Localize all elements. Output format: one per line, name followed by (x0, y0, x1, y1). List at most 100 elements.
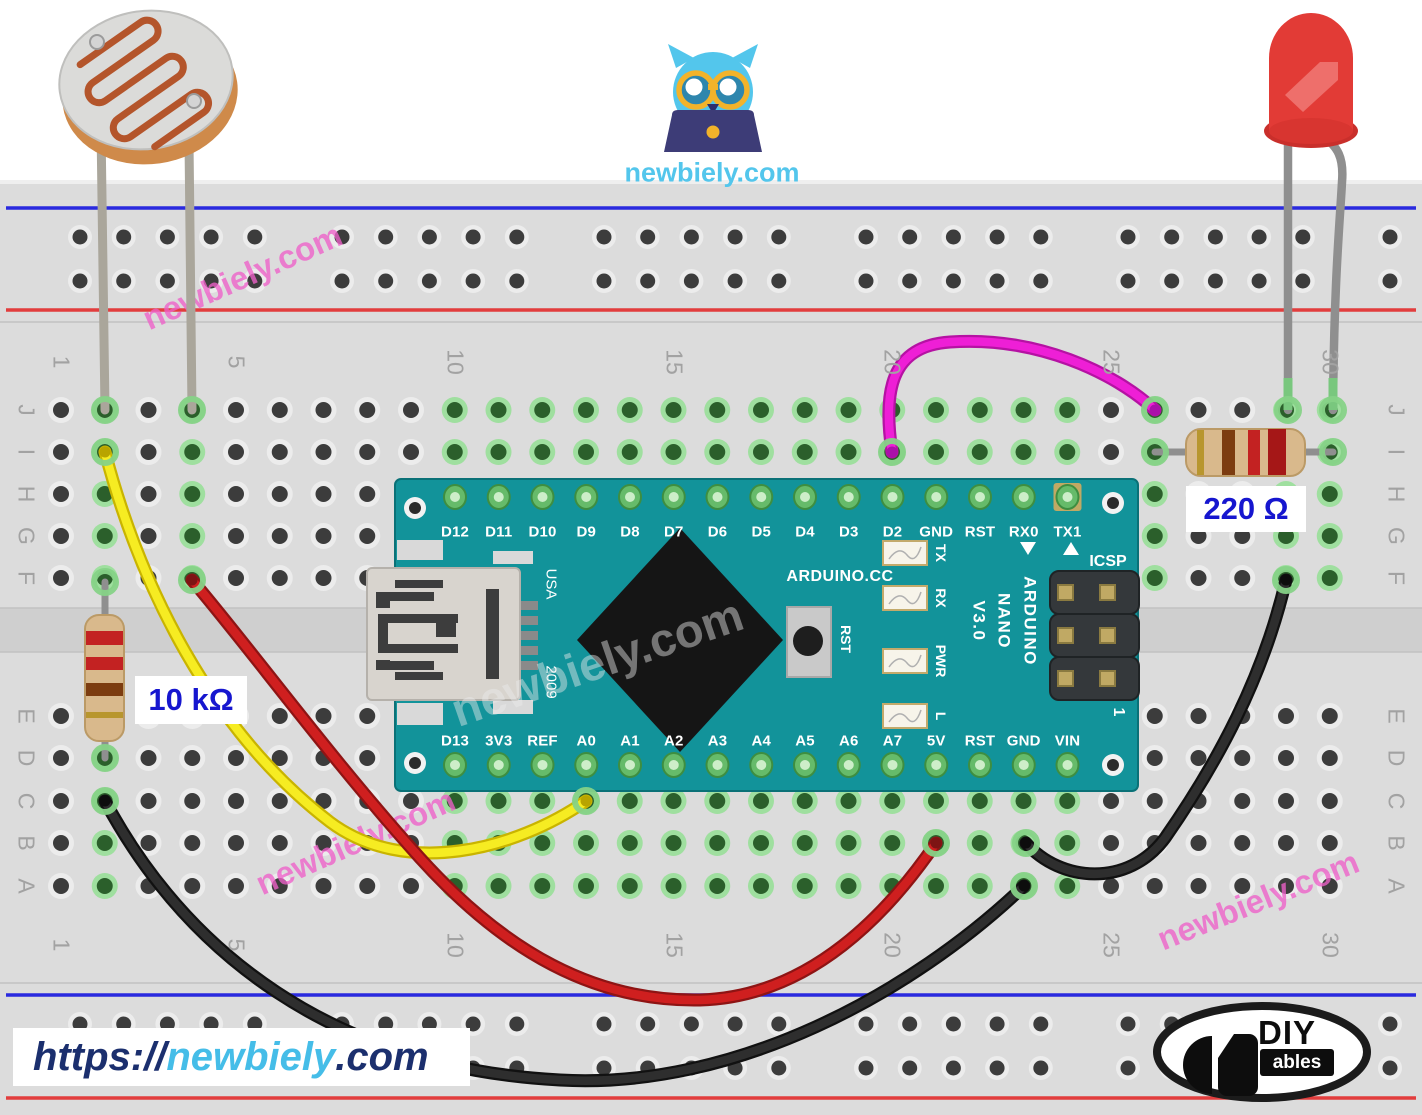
usb-connector-detail (376, 580, 499, 680)
hole-center (140, 835, 157, 851)
led (1264, 13, 1358, 415)
arduino-pin-center (931, 760, 942, 770)
rail-hole-center (378, 229, 394, 245)
url-banner: https://newbiely.com (13, 1028, 470, 1086)
rail-hole-center (1033, 229, 1049, 245)
arduino-pin-label-d12: D12 (440, 523, 470, 541)
hole-center (709, 878, 726, 894)
arduino-pin-center (581, 760, 592, 770)
hole-center (709, 444, 726, 460)
photoresistor-track (76, 16, 213, 151)
hole-center (928, 444, 944, 460)
rail-hole-center (945, 1016, 961, 1032)
hole-center (271, 570, 288, 586)
resistor-10k (84, 578, 125, 762)
owl-glasses-bridge (708, 84, 718, 90)
reset-button (786, 606, 832, 678)
arduino-pin-label-rst: RST (964, 732, 996, 750)
led-label-rx: RX (933, 588, 949, 608)
pin-one-label: 1 (1110, 707, 1127, 717)
hole-center (971, 793, 988, 809)
rail-hole-center (1120, 1016, 1136, 1032)
column-number-bottom-20: 20 (879, 932, 906, 958)
rail-hole-center (1382, 273, 1398, 289)
hole-center (1190, 878, 1207, 894)
rail-hole-center (727, 1016, 743, 1032)
rail-hole-center (1382, 1016, 1398, 1032)
wires-top-layer (882, 334, 1293, 881)
arduino-pin-label-vin: VIN (1054, 732, 1081, 750)
hole-center (271, 793, 288, 809)
hole-center (1278, 708, 1294, 724)
column-number-top-30: 30 (1317, 349, 1344, 375)
arduino-pin-label-d9: D9 (576, 523, 597, 541)
arduino-pin-center (975, 492, 985, 502)
rail-hole-center (247, 273, 263, 289)
photoresistor (58, 9, 238, 415)
column-number-bottom-5: 5 (223, 938, 250, 952)
hole-center (271, 402, 288, 418)
rail-hole-center (683, 229, 699, 245)
arduino-brand-line-2: NANO (994, 592, 1014, 650)
row-letter-right-D: D (1383, 749, 1410, 767)
hole-center (403, 402, 419, 418)
resistor-10k-band-2 (86, 657, 123, 670)
hole-center (665, 444, 682, 460)
rail-hole-center (1251, 273, 1267, 289)
hole-center (228, 402, 244, 418)
arduino-pin-center (756, 492, 767, 502)
hole-center (359, 528, 376, 544)
url-suffix: .com (335, 1034, 429, 1079)
row-letter-left-J: J (13, 404, 40, 416)
hole-center (884, 835, 901, 851)
rail-hole-center (1033, 1016, 1049, 1032)
hole-center (271, 444, 288, 460)
hole-center (1321, 793, 1338, 809)
arduino-pin-center (1018, 760, 1029, 770)
rail-hole-center (509, 1016, 525, 1032)
arduino-pin-center (887, 760, 898, 770)
row-letter-right-G: G (1383, 527, 1410, 545)
hole-center (1146, 750, 1163, 766)
hole-center (315, 444, 332, 460)
rail-hole-center (858, 229, 874, 245)
arduino-pin-label-a4: A4 (751, 732, 772, 750)
diyables-half-disc-icon (1183, 1036, 1212, 1094)
rail-hole-center (727, 273, 743, 289)
arduino-pin-center (843, 492, 854, 502)
hole-center (753, 793, 769, 809)
rail-hole-center (159, 1016, 175, 1032)
hole-center (665, 835, 682, 851)
rail-hole-center (159, 273, 175, 289)
hole-center (140, 402, 157, 418)
rail-hole-center (596, 273, 612, 289)
hole-center (621, 402, 638, 418)
hole-center (53, 402, 69, 418)
rail-hole-center (116, 273, 132, 289)
arduino-pin-label-a7: A7 (882, 732, 903, 750)
row-letter-right-F: F (1383, 570, 1410, 586)
hole-center (840, 402, 857, 418)
hole-center (621, 878, 638, 894)
newbiely-logo-text: newbiely.com (624, 157, 800, 188)
hole-center (1234, 878, 1251, 894)
hole-center (271, 708, 288, 724)
rail-hole-center (465, 1016, 481, 1032)
row-letter-right-I: I (1383, 448, 1410, 456)
rail-hole-center (683, 273, 699, 289)
resistor-220-band-3 (1248, 430, 1260, 475)
hole-center (1234, 793, 1251, 809)
arduino-pin-center (625, 492, 635, 502)
hole-center (1234, 570, 1251, 586)
resistor-220 (1151, 428, 1337, 477)
hole-center (578, 878, 594, 894)
photoresistor-leg-right (184, 137, 197, 415)
led-reflection (1285, 62, 1338, 112)
column-number-bottom-15: 15 (661, 932, 687, 958)
rail-hole-center (509, 273, 525, 289)
resistor-10k-value-text: 10 kΩ (148, 682, 234, 717)
hole-center (840, 878, 857, 894)
hole-center (578, 402, 594, 418)
hole-center (53, 750, 69, 766)
hole-center (796, 835, 813, 851)
